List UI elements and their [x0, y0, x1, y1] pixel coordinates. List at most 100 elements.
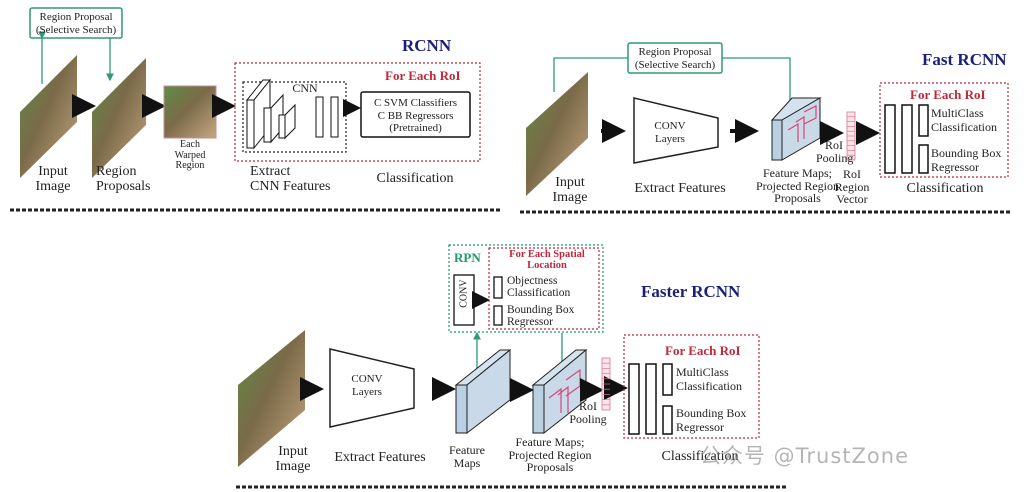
rcnn-classifier-label: C SVM Classifiers C BB Regressors (Pretr…	[361, 97, 470, 135]
projected-region-proposals	[787, 105, 817, 142]
faster-bbox-label: Bounding Box Regressor	[676, 406, 747, 435]
fast-conv-layers-label: CONV Layers	[640, 120, 700, 145]
faster-rcnn-section	[236, 244, 786, 489]
text-line: CONV	[351, 373, 383, 385]
rpn-bbox-label: Bounding Box Regressor	[507, 304, 574, 328]
cnn-layer-block	[246, 99, 255, 149]
rcnn-region-proposals-label: Region Proposals	[96, 164, 168, 194]
text-line: Projected Region	[756, 178, 839, 193]
text-line: MultiClass	[676, 365, 729, 379]
text-line: CONV	[654, 120, 686, 132]
cnn-layer-block	[263, 107, 272, 143]
text-line: Classification	[507, 287, 571, 300]
text-line: CNN Features	[250, 178, 331, 194]
text-line: Vector	[836, 192, 868, 207]
text-line: Layers	[352, 385, 382, 398]
fast-roi-pooling-label: RoI Pooling	[816, 139, 854, 165]
rcnn-for-each-roi-title: For Each RoI	[385, 68, 461, 83]
rcnn-input-image-label: Input Image	[28, 164, 78, 194]
rcnn-section	[10, 7, 500, 212]
objectness-label: Objectness Classification	[507, 275, 570, 299]
rcnn-classification-label: Classification	[376, 171, 454, 186]
fast-rcnn-title: Fast RCNN	[922, 50, 1007, 69]
faster-classification-label: Classification	[661, 449, 739, 464]
text-line: Region Proposal	[638, 46, 712, 58]
proj-feature-map-side	[532, 384, 545, 434]
for-each-spatial-location-title: For Each Spatial Location	[495, 249, 599, 271]
text-line: Region Proposal	[39, 11, 113, 23]
text-line: Bounding Box	[676, 406, 747, 420]
text-line: Proposals	[774, 191, 821, 206]
fast-input-image-label: Input Image	[545, 175, 595, 205]
fast-region-proposal-label: Region Proposal (Selective Search)	[628, 46, 722, 71]
text-line: Region	[96, 164, 137, 179]
fc-layer	[628, 363, 640, 435]
rcnn-region-proposal-box	[29, 7, 123, 39]
rcnn-classifier-box	[360, 91, 471, 138]
text-line: Classification	[931, 119, 997, 134]
cnn-fc-layer	[315, 96, 324, 138]
fast-extract-features-label: Extract Features	[634, 181, 726, 196]
rpn-title: RPN	[454, 250, 481, 265]
faster-projected-feature-maps-label: Feature Maps; Projected Region Proposals	[500, 436, 600, 474]
text-line: C SVM Classifiers	[373, 97, 458, 109]
text-line: (Selective Search)	[35, 23, 117, 36]
text-line: Each	[180, 139, 200, 150]
text-line: Region	[834, 179, 870, 194]
text-line: Feature Maps;	[763, 166, 832, 180]
text-line: RoI	[579, 399, 597, 413]
rcnn-warped-region-image	[163, 85, 217, 139]
faster-input-image-label: Input Image	[268, 444, 318, 474]
fast-feature-map-side	[771, 119, 783, 161]
text-line: Bounding Box	[507, 304, 575, 316]
rcnn-for-each-roi-box	[234, 62, 481, 162]
text-line: Maps	[453, 455, 481, 470]
multiclass-layer	[918, 104, 929, 137]
text-line: Feature Maps;	[515, 435, 585, 449]
text-line: RoI	[843, 167, 861, 181]
rcnn-region-proposals-image	[92, 58, 146, 178]
text-line: Warped	[174, 149, 206, 161]
faster-rcnn-title: Faster RCNN	[641, 282, 741, 301]
fast-classification-label: Classification	[906, 181, 984, 196]
fast-multiclass-label: MultiClass Classification	[931, 106, 997, 135]
faster-conv-layers-trapezoid	[329, 348, 415, 428]
text-line: Region	[175, 160, 205, 171]
objectness-layer	[493, 276, 503, 299]
bbox-layer	[918, 144, 929, 174]
rcnn-cnn-label: CNN	[292, 81, 318, 95]
text-line: C BB Regressors	[377, 109, 454, 122]
faster-feature-maps-label: Feature Maps	[443, 444, 491, 469]
rpn-conv-label: CONV	[458, 279, 470, 308]
multiclass-layer	[662, 363, 673, 396]
cnn-fc-layer	[330, 96, 339, 138]
text-line: Pooling	[816, 150, 854, 165]
text-line: Bounding Box	[931, 146, 1002, 160]
feature-map-side	[455, 384, 468, 434]
text-line: Classification	[676, 378, 742, 393]
text-line: MultiClass	[931, 106, 984, 120]
fc-layer	[645, 363, 657, 435]
text-line: (Pretrained)	[389, 122, 442, 135]
faster-input-image	[238, 330, 305, 467]
fast-conv-layers-trapezoid	[633, 97, 719, 164]
text-line: Projected Region	[508, 447, 592, 462]
rcnn-title: RCNN	[402, 36, 452, 55]
fast-bbox-label: Bounding Box Regressor	[931, 146, 1002, 175]
faster-multiclass-label: MultiClass Classification	[676, 365, 742, 394]
rpn-spatial-box	[488, 247, 600, 330]
rcnn-input-image	[20, 55, 77, 178]
faster-extract-features-label: Extract Features	[334, 450, 426, 465]
rpn-bbox-layer	[493, 305, 503, 326]
text-line: Image	[552, 189, 588, 205]
fast-roi-vector-label: RoI Region Vector	[830, 168, 874, 206]
faster-for-each-roi-box	[623, 334, 760, 439]
text-line: Input	[555, 175, 585, 190]
faster-roi-pooling-label: RoI Pooling	[568, 400, 608, 425]
text-line: Proposals	[526, 460, 574, 475]
rpn-box	[448, 244, 604, 333]
text-line: Location	[527, 260, 567, 272]
text-line: Input	[38, 164, 68, 179]
fast-feature-maps-label: Feature Maps; Projected Region Proposals	[750, 167, 845, 205]
